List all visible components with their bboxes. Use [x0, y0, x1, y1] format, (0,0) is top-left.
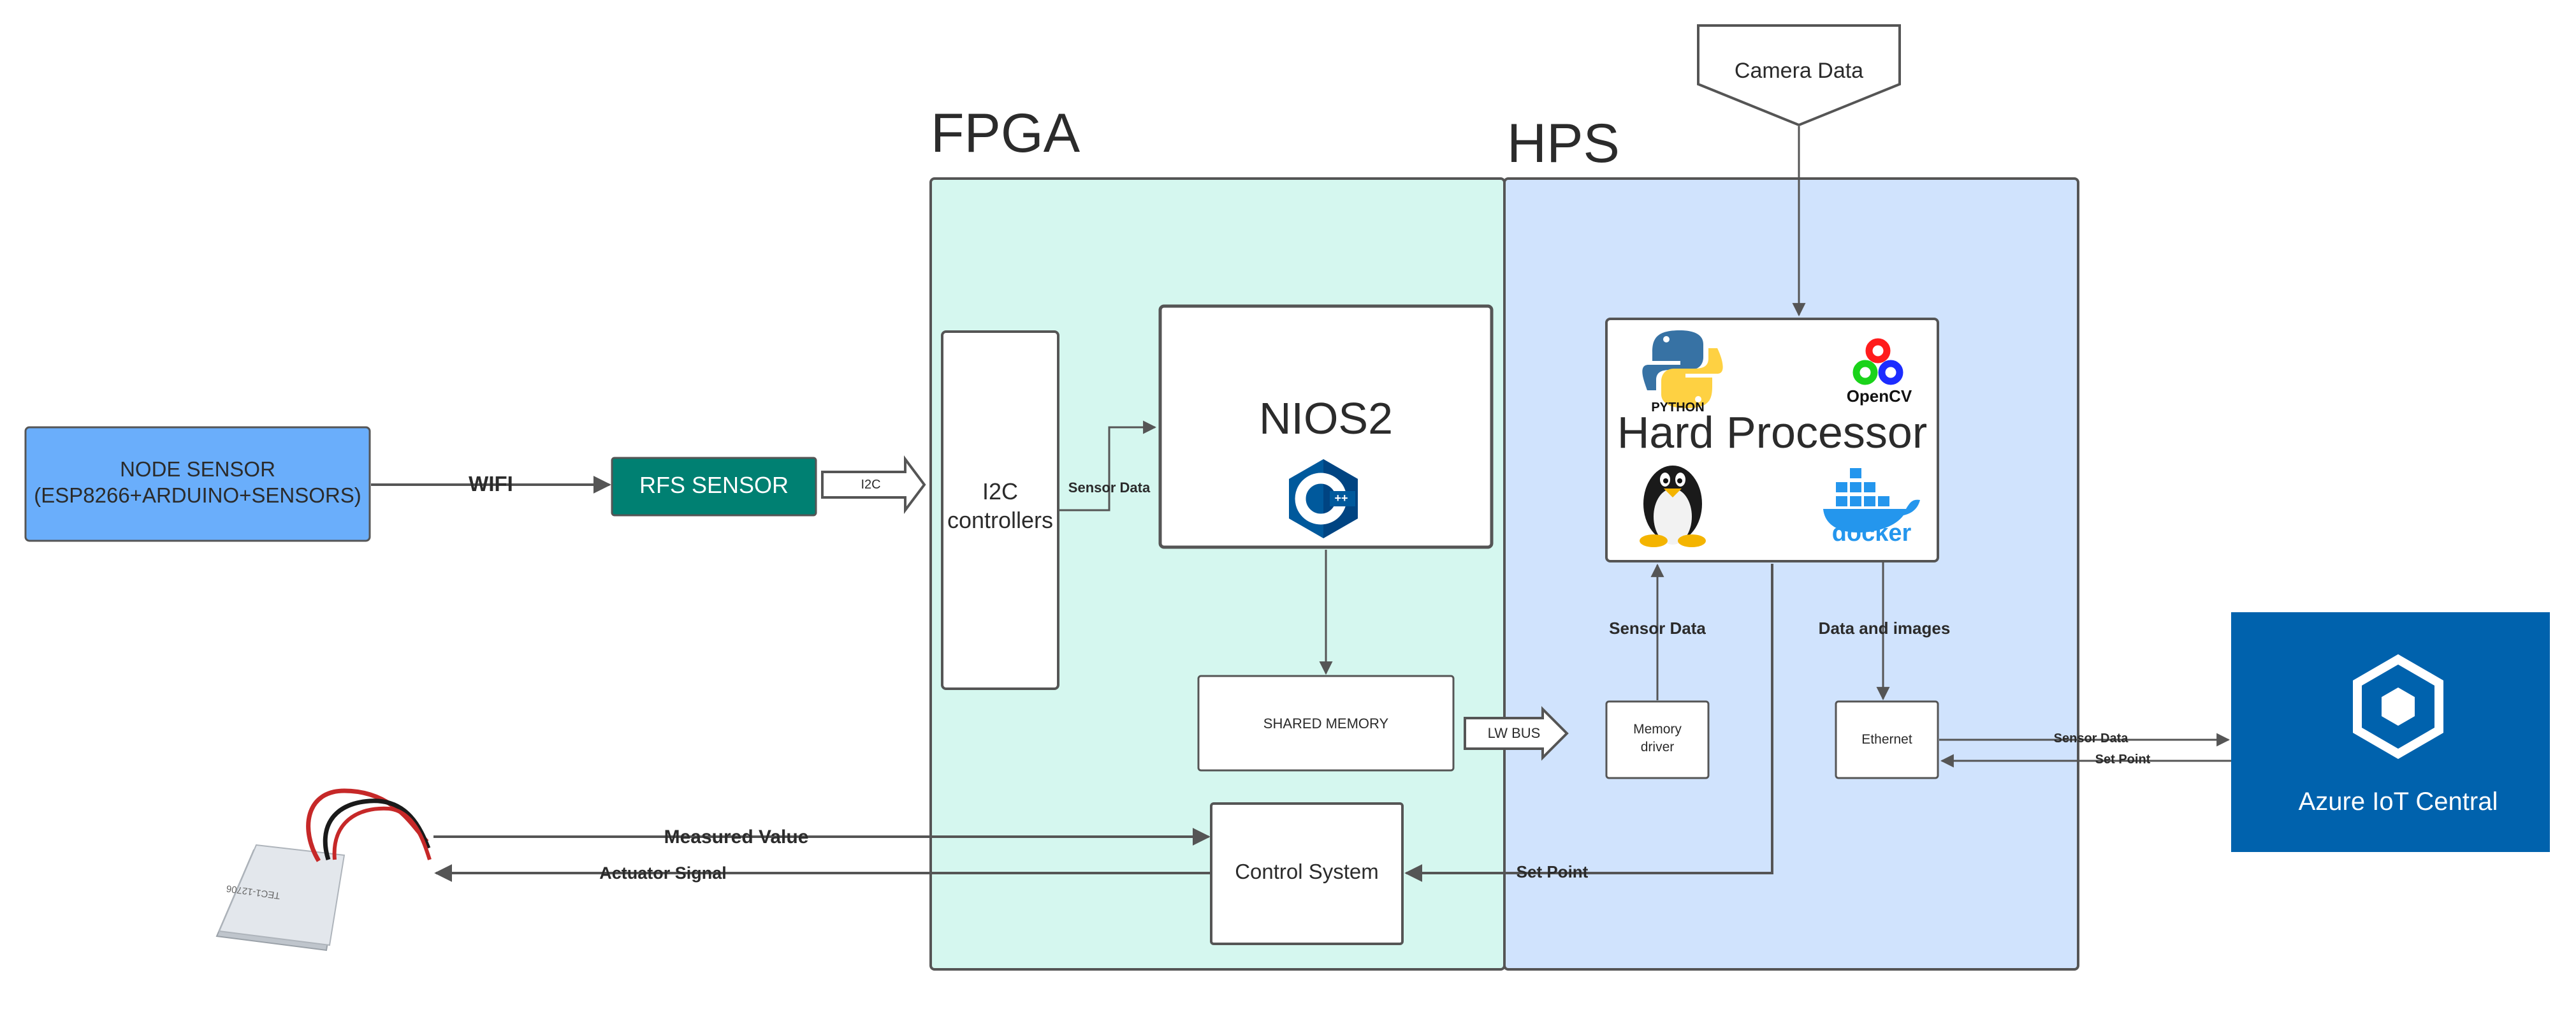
- sensor-data-azure-label: Sensor Data: [2054, 731, 2129, 746]
- node-sensor-label-line2: (ESP8266+ARDUINO+SENSORS): [34, 483, 361, 507]
- hps-title: HPS: [1507, 113, 1620, 174]
- i2c-controllers-label-line2: controllers: [947, 507, 1053, 533]
- rfs-sensor-label: RFS SENSOR: [639, 472, 789, 498]
- memory-driver-label-line2: driver: [1641, 740, 1675, 754]
- data-and-images-label: Data and images: [1819, 619, 1951, 638]
- memory-driver-label-line1: Memory: [1633, 722, 1682, 737]
- set-point-control-label: Set Point: [1517, 862, 1589, 881]
- i2c-controllers-block: [941, 330, 1059, 690]
- lw-bus-arrow: [1464, 706, 1569, 761]
- camera-data-label: Camera Data: [1735, 59, 1863, 83]
- azure-iot-central-block: [2231, 612, 2550, 852]
- linux-tux-icon: [1640, 466, 1706, 547]
- nios2-block: [1158, 304, 1494, 549]
- node-sensor-block: [24, 426, 371, 542]
- shared-memory-block: [1197, 675, 1455, 772]
- rfs-sensor-block: [611, 457, 817, 517]
- python-logo-icon: PYTHON: [1642, 330, 1723, 415]
- sensor-data-fpga-connector: [1059, 420, 1157, 511]
- shared-memory-label: SHARED MEMORY: [1263, 716, 1389, 731]
- opencv-logo-icon: OpenCV: [1847, 338, 1912, 406]
- set-point-control-connector: [1404, 564, 1773, 882]
- docker-logo-label: docker: [1832, 520, 1912, 547]
- azure-iot-central-icon: [2353, 654, 2443, 760]
- fpga-title: FPGA: [931, 103, 1081, 164]
- wifi-label: WIFI: [469, 472, 513, 496]
- memory-driver-block: [1605, 700, 1710, 779]
- peltier-module-image: TEC1-12706: [215, 788, 432, 952]
- svg-text:++: ++: [1334, 492, 1348, 504]
- hard-processor-label: Hard Processor: [1617, 408, 1927, 457]
- ethernet-block: [1835, 700, 1939, 779]
- camera-data-block: [1697, 24, 1901, 127]
- control-system-label: Control System: [1235, 860, 1379, 883]
- hps-region: [1503, 177, 2079, 971]
- docker-logo-icon: docker: [1823, 468, 1920, 547]
- python-logo-label: PYTHON: [1651, 400, 1704, 415]
- i2c-controllers-label-line1: I2C: [982, 478, 1018, 504]
- node-sensor-label-line1: NODE SENSOR: [120, 457, 275, 481]
- actuator-signal-label: Actuator Signal: [599, 863, 727, 883]
- azure-iot-central-label: Azure IoT Central: [2299, 788, 2498, 816]
- sensor-data-hps-label: Sensor Data: [1609, 619, 1706, 638]
- measured-value-label: Measured Value: [664, 827, 809, 848]
- i2c-block-arrow: [821, 455, 926, 514]
- ethernet-label: Ethernet: [1861, 732, 1912, 747]
- set-point-azure-label: Set Point: [2095, 753, 2151, 767]
- nios2-label: NIOS2: [1259, 393, 1393, 443]
- sensor-data-fpga-label: Sensor Data: [1068, 480, 1151, 496]
- opencv-logo-label: OpenCV: [1847, 386, 1912, 406]
- i2c-arrow-label: I2C: [861, 478, 880, 492]
- lw-bus-label: LW BUS: [1488, 725, 1541, 741]
- cpp-logo-icon: ++: [1289, 459, 1358, 538]
